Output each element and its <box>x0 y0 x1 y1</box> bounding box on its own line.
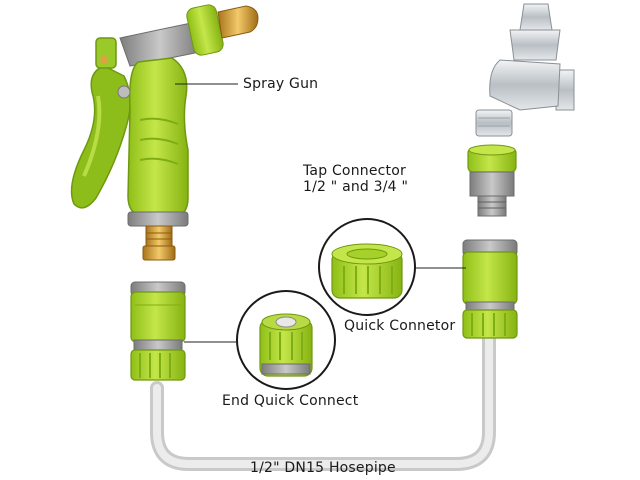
end-quick-detail-circle <box>236 290 336 390</box>
label-spray-gun: Spray Gun <box>243 76 319 92</box>
quick-connector-right <box>462 239 518 339</box>
label-end-quick-connect: End Quick Connect <box>222 393 359 409</box>
quick-connector-detail-circle <box>318 218 416 316</box>
end-quick-connector <box>130 281 186 381</box>
label-tap-connector-sizes: 1/2 " and 3/4 " <box>303 179 409 195</box>
tap-connector <box>467 144 517 217</box>
water-tap <box>475 3 575 137</box>
label-hosepipe: 1/2" DN15 Hosepipe <box>250 460 396 476</box>
label-tap-connector: Tap Connector <box>303 163 406 179</box>
spray-gun <box>70 4 259 261</box>
label-quick-connector: Quick Connetor <box>344 318 456 334</box>
